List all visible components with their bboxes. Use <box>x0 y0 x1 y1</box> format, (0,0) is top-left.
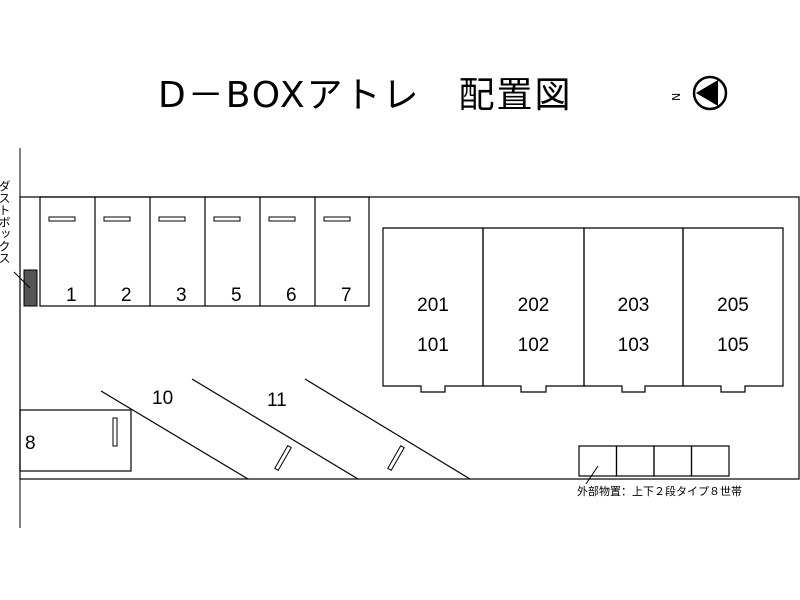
wheel-stop <box>213 216 241 222</box>
wheel-stop <box>103 216 131 222</box>
wheel-stop <box>268 216 296 222</box>
storage-box <box>578 445 618 477</box>
storage-box <box>653 445 693 477</box>
compass-icon: N <box>670 75 728 111</box>
unit-upper-number: 205 <box>717 295 749 316</box>
building: 201 101 202 102 203 103 205 105 <box>382 227 784 393</box>
site-boundary <box>19 196 800 480</box>
parking-stall-label: 2 <box>121 285 132 306</box>
parking-10-wheel-stop <box>274 445 292 471</box>
diagonal-line-3 <box>304 378 471 480</box>
parking-11-label: 11 <box>267 390 287 411</box>
parking-stall-label: 3 <box>176 285 187 306</box>
wheel-stop <box>48 216 76 222</box>
top-parking-area: 1 2 3 5 6 7 <box>39 196 370 307</box>
storage-box <box>615 445 655 477</box>
parking-11-wheel-stop <box>387 445 405 471</box>
parking-space-8 <box>19 409 132 472</box>
unit-upper-number: 203 <box>618 295 650 316</box>
storage-box <box>690 445 730 477</box>
diagonal-line-1 <box>100 390 249 480</box>
parking-8-wheel-stop <box>112 417 118 447</box>
parking-stall-label: 5 <box>231 285 242 306</box>
parking-10-label: 10 <box>152 388 173 409</box>
external-storage <box>578 445 730 477</box>
dust-box-label: ダストボックス <box>0 180 11 264</box>
unit-outline <box>682 227 784 393</box>
unit-upper-number: 202 <box>518 295 550 316</box>
wheel-stop <box>323 216 351 222</box>
storage-leader-line <box>585 465 599 485</box>
unit-lower-number: 103 <box>618 335 650 356</box>
parking-8-label: 8 <box>25 433 36 454</box>
parking-stall-label: 1 <box>66 285 77 306</box>
parking-stall-label: 6 <box>286 285 297 306</box>
dust-box-leader-line <box>13 271 31 289</box>
unit-lower-number: 101 <box>417 335 449 356</box>
wheel-stop <box>158 216 186 222</box>
unit-upper-number: 201 <box>417 295 449 316</box>
unit-lower-number: 102 <box>518 335 550 356</box>
diagonal-line-2 <box>191 378 359 480</box>
page-title: D－BOXアトレ 配置図 <box>158 75 572 116</box>
compass-north-label: N <box>670 93 683 101</box>
storage-note: 外部物置：上下２段タイプ８世帯 <box>577 484 742 498</box>
dust-box <box>23 269 38 307</box>
unit-lower-number: 105 <box>717 335 749 356</box>
parking-stall-label: 7 <box>341 285 352 306</box>
